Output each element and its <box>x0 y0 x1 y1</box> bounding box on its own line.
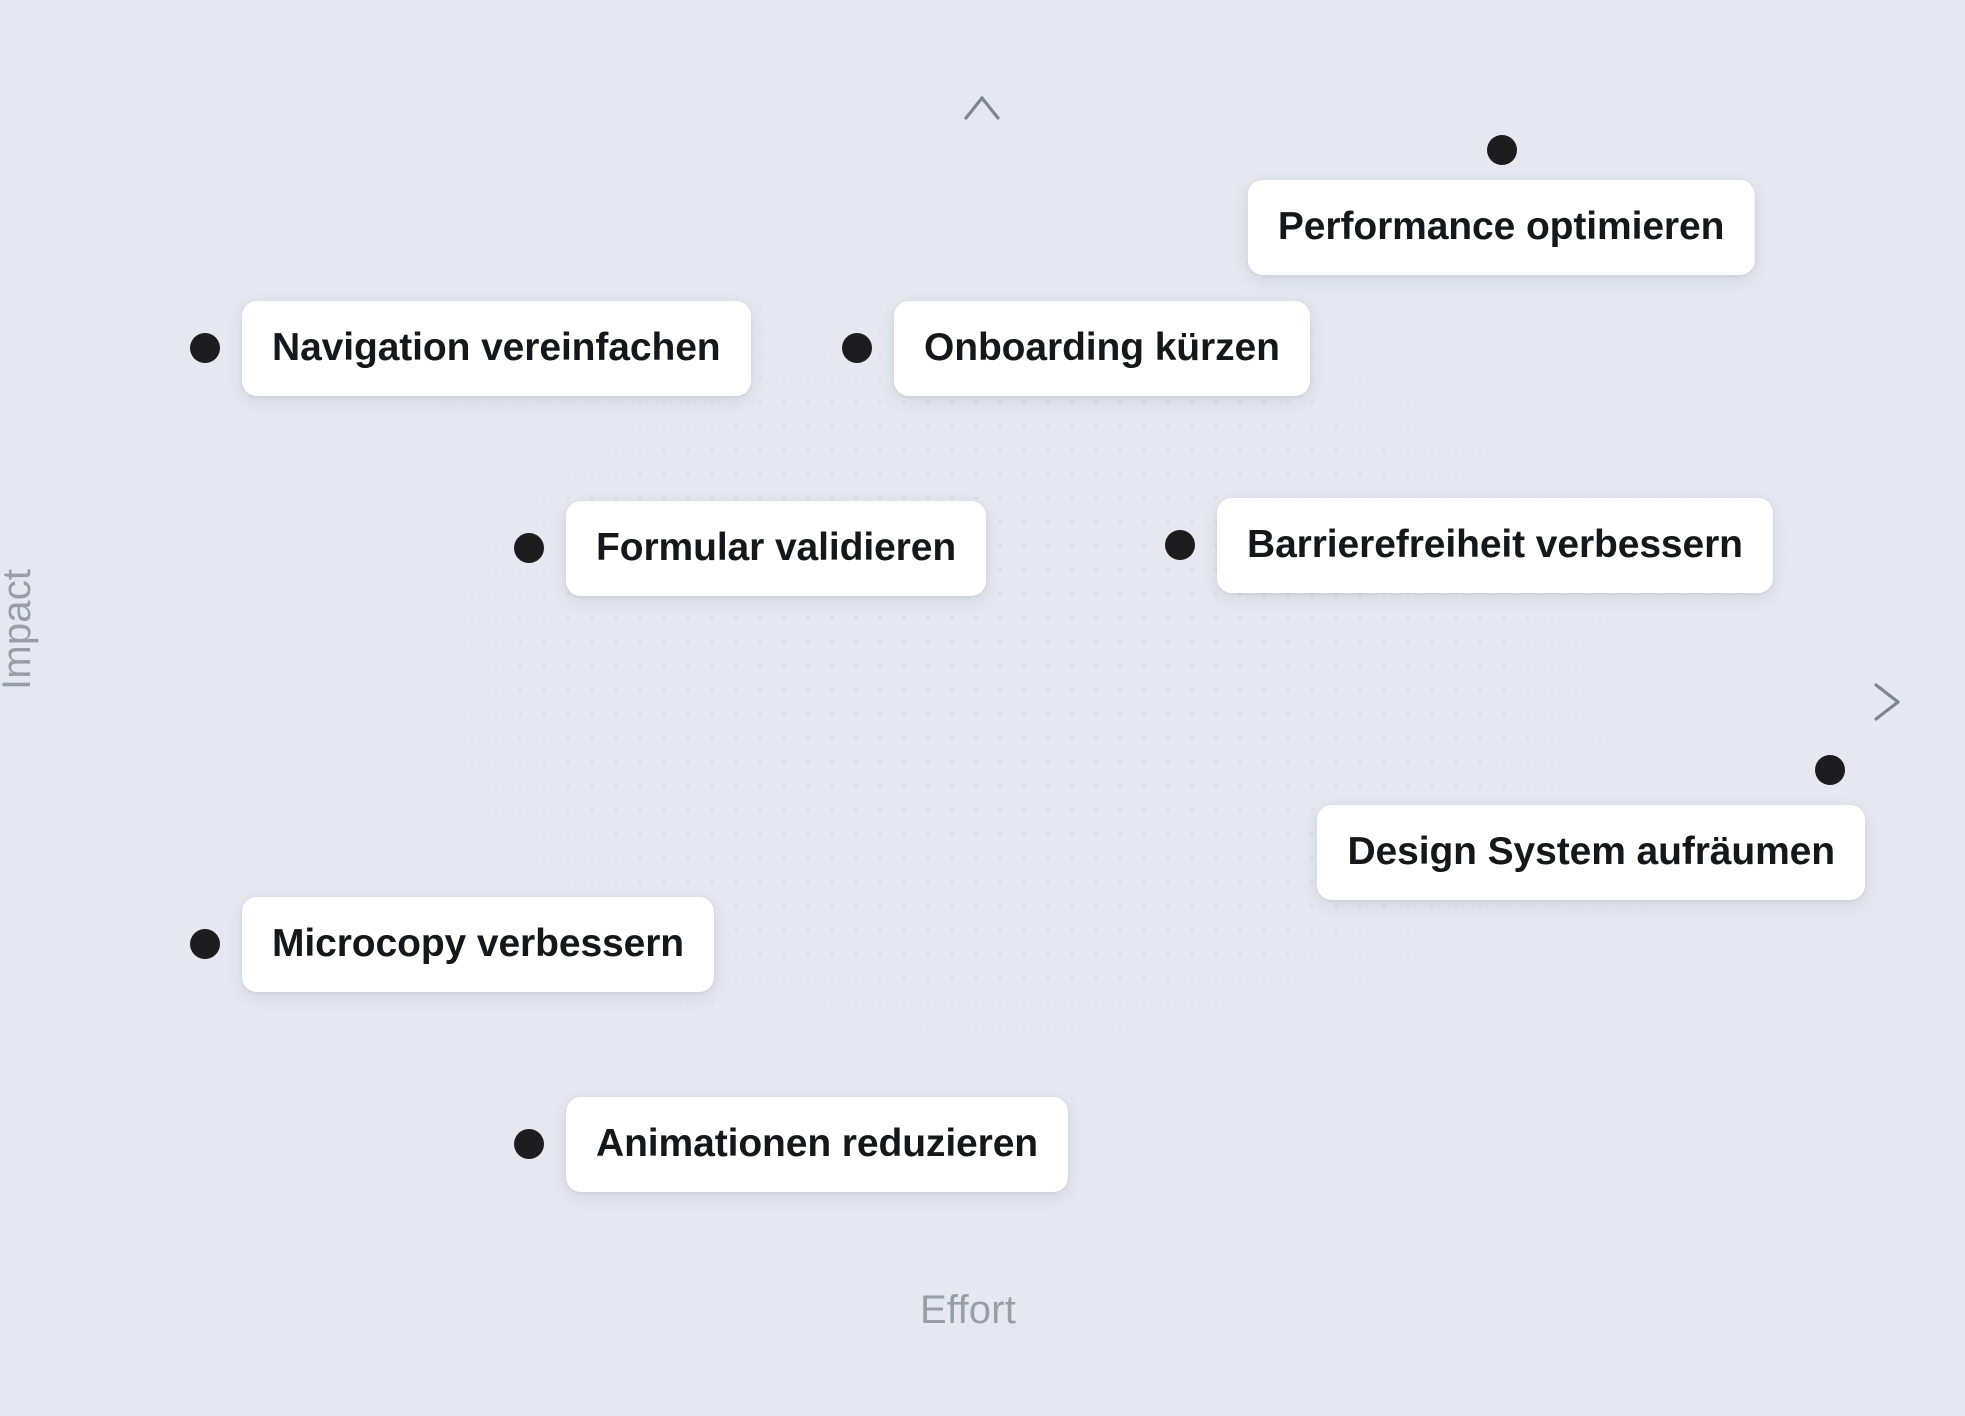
point-label-chip[interactable]: Performance optimieren <box>1247 180 1755 275</box>
point-marker-dot[interactable] <box>190 929 220 959</box>
point-label-chip[interactable]: Microcopy verbessern <box>242 896 715 992</box>
point-marker-dot[interactable] <box>1165 530 1195 560</box>
point-label-chip[interactable]: Navigation vereinfachen <box>242 300 751 396</box>
data-point[interactable]: Design System aufräumen <box>1317 755 1865 900</box>
y-axis-label: Impact <box>0 568 39 690</box>
point-marker-dot[interactable] <box>842 333 872 363</box>
point-marker-dot[interactable] <box>190 333 220 363</box>
data-point[interactable]: Animationen reduzieren <box>514 1096 1069 1192</box>
point-label-chip[interactable]: Onboarding kürzen <box>894 300 1310 396</box>
point-label-chip[interactable]: Animationen reduzieren <box>566 1096 1069 1192</box>
point-marker-dot[interactable] <box>1815 755 1845 785</box>
data-point[interactable]: Navigation vereinfachen <box>190 300 751 396</box>
point-label-chip[interactable]: Design System aufräumen <box>1317 805 1865 900</box>
point-marker-dot[interactable] <box>1487 135 1517 165</box>
data-point[interactable]: Onboarding kürzen <box>842 300 1310 396</box>
point-marker-dot[interactable] <box>514 533 544 563</box>
point-label-chip[interactable]: Barrierefreiheit verbessern <box>1217 497 1773 593</box>
x-axis-label: Effort <box>920 1288 1017 1332</box>
data-point[interactable]: Microcopy verbessern <box>190 896 715 992</box>
data-point[interactable]: Performance optimieren <box>1247 135 1755 275</box>
x-axis <box>150 683 1900 721</box>
point-marker-dot[interactable] <box>514 1129 544 1159</box>
point-label-chip[interactable]: Formular validieren <box>566 500 987 596</box>
data-point[interactable]: Formular validieren <box>514 500 987 596</box>
data-point[interactable]: Barrierefreiheit verbessern <box>1165 497 1773 593</box>
